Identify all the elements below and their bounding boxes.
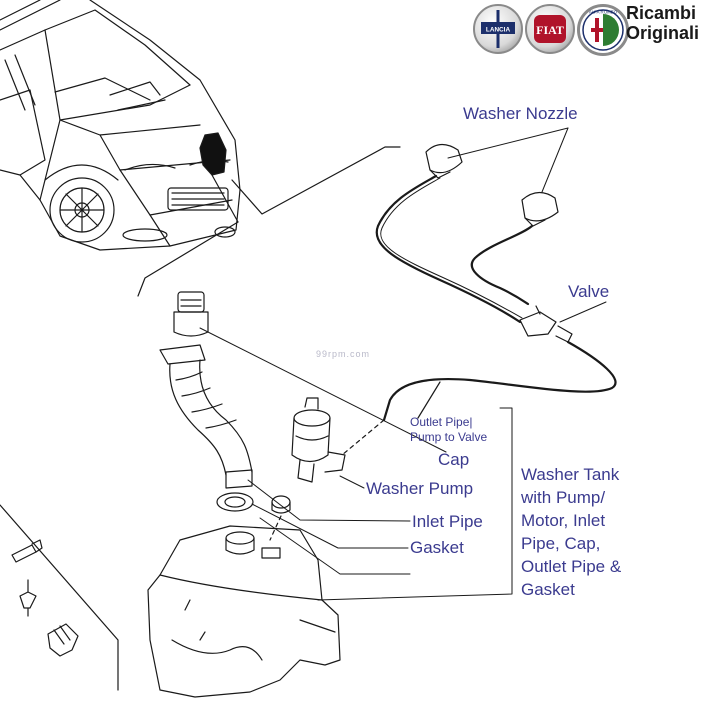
callout-to-tank [137,221,239,297]
washer-pump [291,397,346,483]
label-kit-description: Washer Tank with Pump/ Motor, Inlet Pipe… [521,463,621,601]
car-illustration [0,0,241,251]
label-cap: Cap [438,450,470,469]
label-outlet-pipe-line-1: Outlet Pipe| [410,415,473,429]
label-outlet-pipe-line-2: Pump to Valve [410,430,488,444]
hose-left [375,174,522,324]
label-outlet-pipe: Outlet Pipe| Pump to Valve [410,415,487,445]
valve-connector [519,305,573,343]
hardware-inset [0,504,119,691]
hose-left-inner [380,177,523,319]
kit-line: with Pump/ [521,488,606,507]
label-gasket: Gasket [410,538,464,557]
brand-title: Ricambi Originali [626,3,700,44]
kit-line: Washer Tank [521,465,620,484]
hose-right [470,224,534,306]
grommet-dash [269,515,282,541]
brand-line-1: Ricambi [626,3,697,23]
kit-line: Motor, Inlet [521,511,606,530]
washer-tank [147,525,341,698]
watermark: 99rpm.com [316,349,371,359]
label-valve: Valve [568,282,610,301]
lancia-logo-text: LANCIA [486,27,511,34]
label-washer-nozzle: Washer Nozzle [463,104,578,123]
brand-line-2: Originali [626,22,700,43]
lancia-logo: LANCIA [473,4,523,54]
label-inlet-pipe: Inlet Pipe [412,512,483,531]
pipe-to-pump-dash [341,419,385,456]
inlet-pipe [159,344,253,489]
fiat-logo-text: FIAT [536,23,564,37]
grommet [271,495,291,514]
gasket [216,492,254,512]
washer-nozzle-right [521,191,559,227]
fiat-logo: FIAT [525,4,575,54]
kit-line: Outlet Pipe & [521,557,622,576]
label-leaders [199,127,607,601]
kit-line: Pipe, Cap, [521,534,601,553]
kit-line: Gasket [521,580,575,599]
callout-to-nozzles [231,146,401,215]
label-washer-pump: Washer Pump [366,479,474,498]
alfa-romeo-logo: ALFA ROMEO [577,4,629,56]
outlet-pipe [382,340,617,422]
washer-nozzle-left [425,143,463,179]
alfa-romeo-logo-text: ALFA ROMEO [589,10,618,15]
outlet-pipe-leader [417,381,441,419]
